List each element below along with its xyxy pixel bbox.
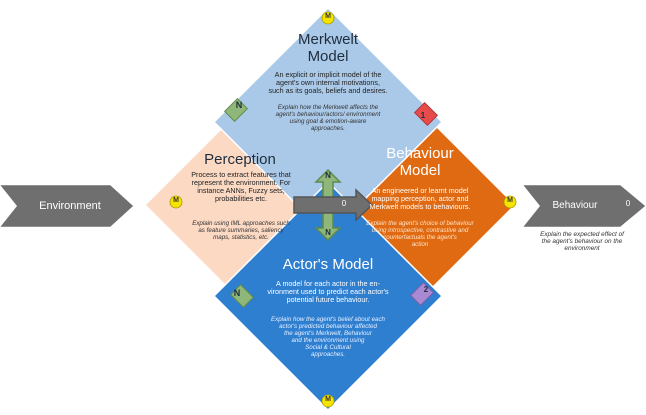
environment-label: Environment — [39, 200, 101, 212]
perception-body: Process to extract features that represe… — [191, 170, 291, 204]
n-connector-bottom-left-label: N — [233, 288, 241, 298]
badge-1 — [413, 101, 439, 127]
merkwelt-body: An explicit or implicit model of the age… — [268, 70, 388, 96]
m-badge-right-label: M — [507, 197, 513, 204]
perception-title: Perception — [204, 151, 276, 168]
behaviour-output-chevron — [523, 185, 646, 227]
m-badge-left — [169, 195, 183, 209]
environment-chevron — [0, 185, 134, 227]
behaviour-output-label: Behaviour — [552, 200, 598, 211]
actor-explain: Explain how the agent's belief about eac… — [270, 316, 385, 358]
badge-1-label: 1 — [420, 111, 426, 120]
m-badge-left-label: M — [173, 197, 179, 204]
behaviour-output-explain: Explain the expected effect of the agent… — [540, 231, 624, 253]
badge-2-label: 2 — [423, 285, 429, 294]
behaviour-output-count: 0 — [625, 199, 631, 208]
center-count: 0 — [341, 199, 347, 208]
actor-title: Actor's Model — [282, 256, 374, 273]
m-badge-bottom — [321, 394, 335, 408]
n-connector-top-left — [223, 97, 249, 123]
behaviour-explain: Explain the agent's choice of behaviour … — [366, 220, 474, 248]
perception-explain: Explain using IML approaches such as fea… — [192, 220, 290, 241]
m-badge-top-label: M — [325, 13, 331, 20]
right-arrow-icon — [293, 188, 374, 222]
m-badge-bottom-label: M — [325, 396, 331, 403]
m-badge-top — [321, 11, 335, 25]
behaviour-title: Behaviour Model — [386, 145, 454, 179]
n-connector-bottom-left — [229, 283, 255, 309]
center-n-top: N — [325, 171, 331, 180]
badge-2 — [409, 281, 435, 307]
merkwelt-title: Merkwelt Model — [297, 31, 358, 65]
center-n-bottom: N — [325, 228, 331, 237]
n-connector-top-left-label: N — [235, 100, 243, 110]
behaviour-body: An engineered or learnt model mapping pe… — [369, 186, 471, 212]
merkwelt-explain: Explain how the Merkwelt affects the age… — [275, 104, 381, 132]
m-badge-right — [503, 195, 517, 209]
actor-body: A model for each actor in the en- vironm… — [267, 279, 389, 305]
